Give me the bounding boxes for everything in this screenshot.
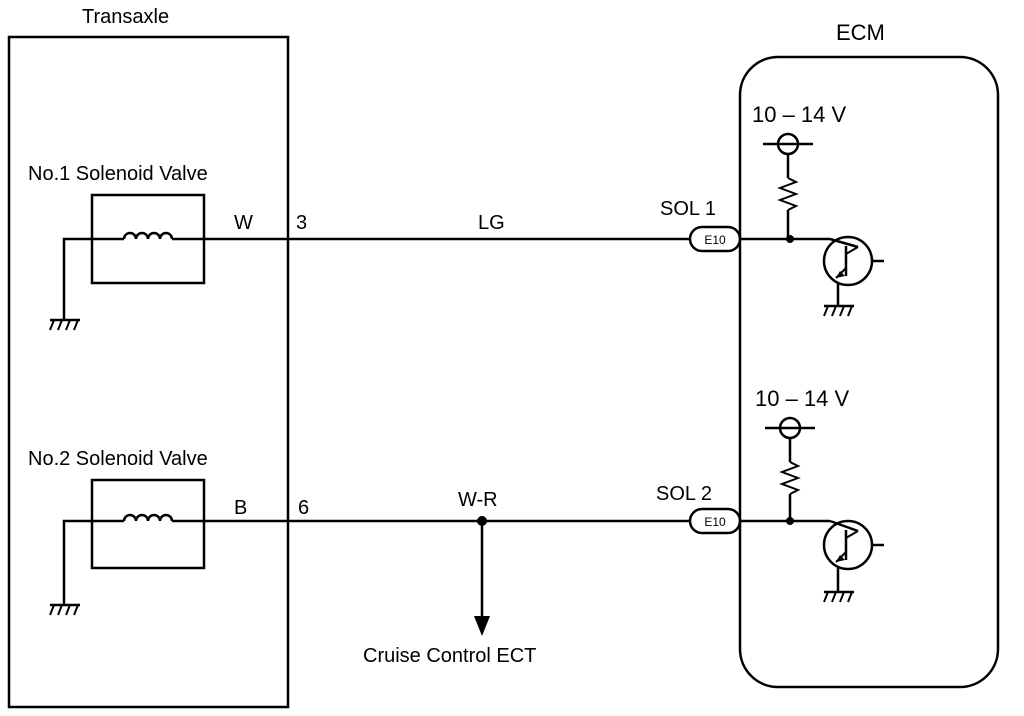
pin-2-number: 6 <box>298 497 309 519</box>
pin-1-number: 3 <box>296 212 307 234</box>
circuit-2: No.2 Solenoid Valve B 6 W-R Cruise Contr… <box>28 386 884 667</box>
wire-2-inner-color: B <box>234 497 247 519</box>
resistor-2-icon <box>779 461 801 495</box>
solenoid-valve-2-box <box>90 478 206 570</box>
supply-2-terminal-icon <box>765 416 815 440</box>
wire-1-color: LG <box>478 212 505 234</box>
transaxle-box <box>7 35 290 709</box>
circuit-1: No.1 Solenoid Valve W 3 LG SOL 1 E10 10 <box>28 102 884 331</box>
branch-arrow-icon <box>474 616 490 636</box>
ground-ecm-1-icon <box>823 304 854 317</box>
connector-e10-2-label: E10 <box>704 515 726 529</box>
supply-1-voltage: 10 – 14 V <box>752 102 847 127</box>
solenoid-valve-1-label: No.1 Solenoid Valve <box>28 163 208 185</box>
terminal-sol2-label: SOL 2 <box>656 483 712 505</box>
wire-2-color: W-R <box>458 489 498 511</box>
terminal-sol1-label: SOL 1 <box>660 198 716 220</box>
solenoid-valve-2-label: No.2 Solenoid Valve <box>28 448 208 470</box>
ground-wire-2 <box>62 519 92 605</box>
ecm-title: ECM <box>836 20 885 45</box>
transistor-1-icon <box>822 235 884 306</box>
transaxle-title: Transaxle <box>82 6 169 28</box>
coil-1-icon <box>92 231 204 241</box>
supply-2-voltage: 10 – 14 V <box>755 386 850 411</box>
connector-e10-1-label: E10 <box>704 233 726 247</box>
ground-wire-1 <box>62 237 92 320</box>
ground-1-icon <box>49 318 80 331</box>
resistor-1-icon <box>777 177 799 211</box>
ground-ecm-2-icon <box>823 590 854 603</box>
ecm-box <box>738 55 1000 689</box>
coil-2-icon <box>92 513 204 523</box>
ground-2-icon <box>49 603 80 616</box>
supply-1-terminal-icon <box>763 132 813 156</box>
transistor-2-icon <box>822 519 884 592</box>
wire-1-inner-color: W <box>234 212 253 234</box>
branch-label: Cruise Control ECT <box>363 645 536 667</box>
